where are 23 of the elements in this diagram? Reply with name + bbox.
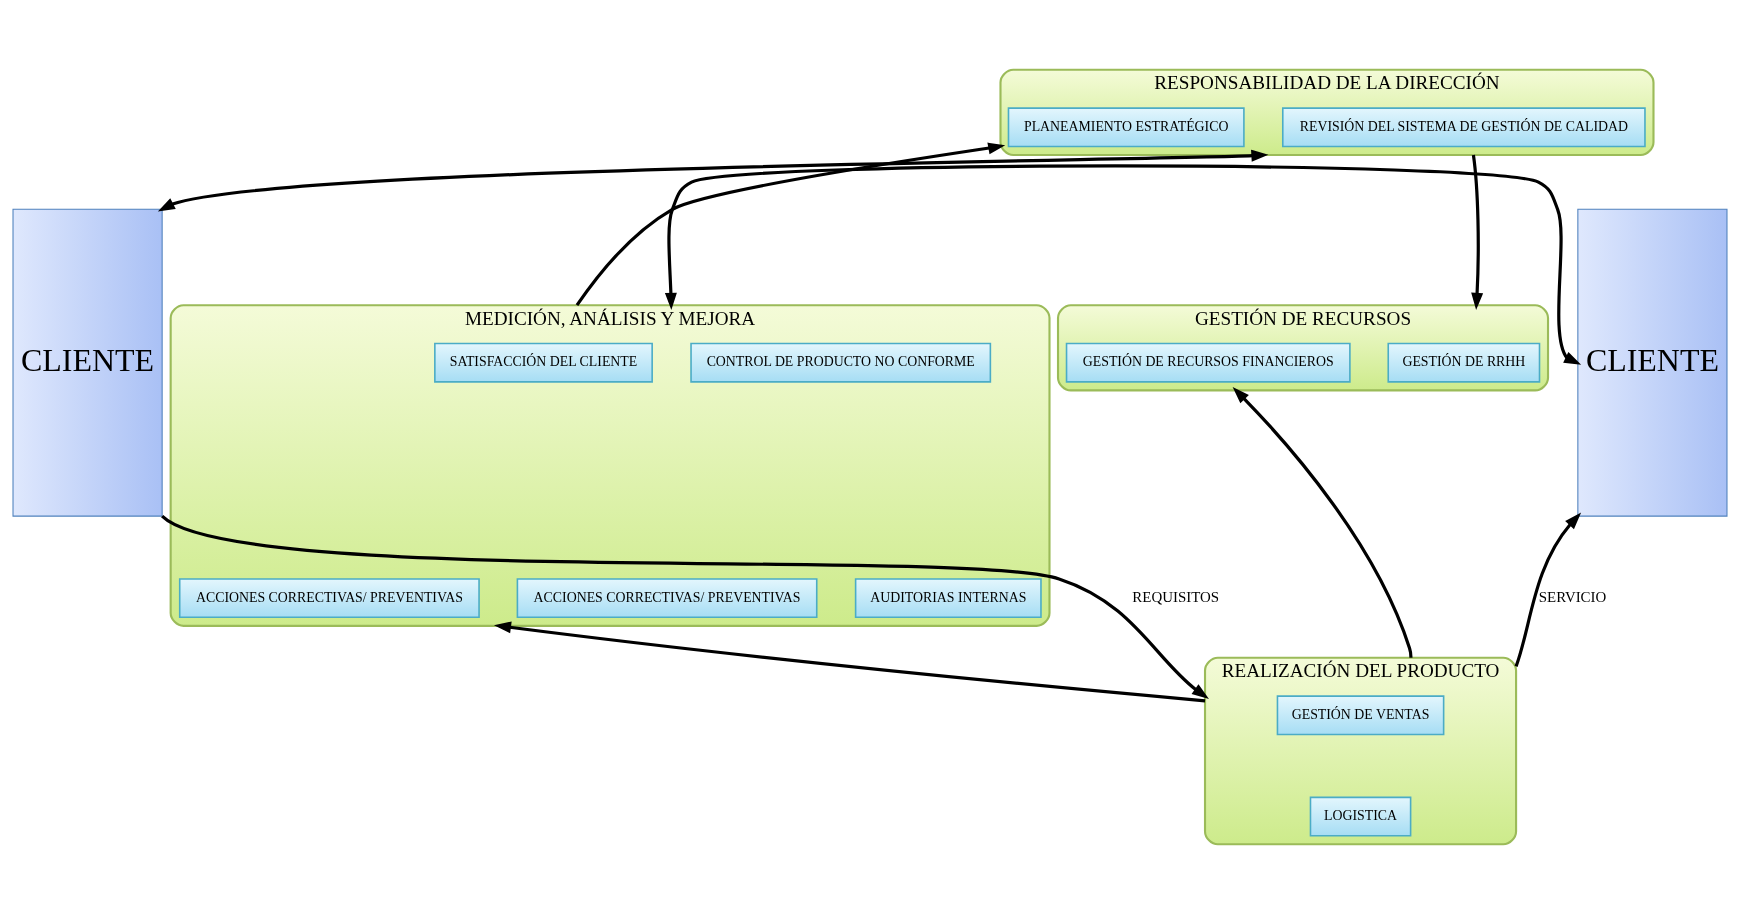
- edge-label: REQUISITOS: [1132, 589, 1220, 606]
- node-box: SATISFACCIÓN DEL CLIENTE: [434, 342, 653, 383]
- node-box: AUDITORIAS INTERNAS: [854, 578, 1042, 619]
- arrow: [157, 149, 1269, 212]
- arrow: [493, 621, 1206, 703]
- node-box: GESTIÓN DE VENTAS: [1276, 695, 1445, 736]
- node-box: GESTIÓN DE RECURSOS FINANCIEROS: [1065, 342, 1351, 383]
- node-box: GESTIÓN DE RRHH: [1387, 342, 1541, 383]
- arrow: [575, 142, 1006, 307]
- edge-label: SERVICIO: [1538, 589, 1607, 606]
- arrow: [1514, 512, 1582, 667]
- node-box: CLIENTE: [1577, 208, 1728, 517]
- node-box: LOGISTICA: [1309, 796, 1412, 837]
- arrow: [161, 514, 1209, 699]
- node-box: CONTROL DE PRODUCTO NO CONFORME: [690, 342, 992, 383]
- node-box: ACCIONES CORRECTIVAS/ PREVENTIVAS: [516, 578, 818, 619]
- node-box: PLANEAMIENTO ESTRATÉGICO: [1007, 107, 1245, 148]
- node-box: ACCIONES CORRECTIVAS/ PREVENTIVAS: [178, 578, 480, 619]
- node-box: CLIENTE: [12, 208, 163, 517]
- arrow: [664, 164, 1582, 365]
- arrow: [1232, 386, 1413, 658]
- node-box: REVISIÓN DEL SISTEMA DE GESTIÓN DE CALIDAD: [1282, 107, 1646, 148]
- arrow: [1471, 154, 1484, 311]
